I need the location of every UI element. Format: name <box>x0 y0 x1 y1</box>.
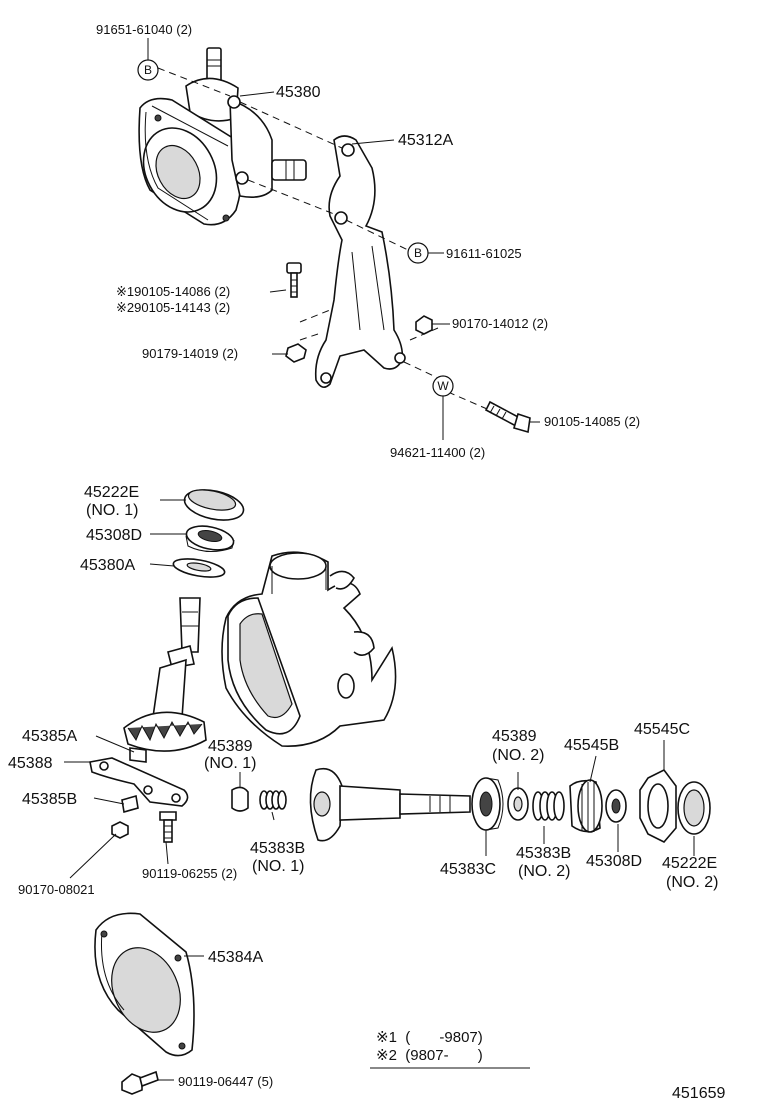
label-45222e-no2-sub: (NO. 2) <box>666 874 718 891</box>
label-91611-61025: 91611-61025 <box>446 246 522 261</box>
label-45389-no1-sub: (NO. 1) <box>204 755 256 772</box>
label-45312a: 45312A <box>398 132 453 149</box>
seal-45222e-no2 <box>677 781 711 835</box>
label-45389-no2: 45389 <box>492 728 537 745</box>
label-45383b-no2: 45383B <box>516 845 571 862</box>
cover-45384a <box>94 912 195 1057</box>
drive-gear-shaft <box>309 767 471 842</box>
label-45222e-no2: 45222E <box>662 855 717 872</box>
legend: ※1 ( -9807) ※2 (9807- ) <box>376 1029 483 1064</box>
alignment-lines-upper <box>157 67 495 413</box>
bearing-45308d-lower <box>605 789 627 823</box>
sleeve-45545b <box>569 779 603 833</box>
marker-b-label: B <box>414 246 422 260</box>
label-90119-06447: 90119-06447 (5) <box>178 1074 273 1089</box>
leader-lines-upper <box>147 38 540 440</box>
fasteners-upper <box>285 262 531 434</box>
washer-45380a <box>172 558 226 578</box>
label-45389-no2-sub: (NO. 2) <box>492 747 544 764</box>
bearing-45308d-top <box>185 525 235 552</box>
lower-housing <box>221 551 397 747</box>
label-45389-no1: 45389 <box>208 738 253 755</box>
label-91651-61040: 91651-61040 (2) <box>96 22 192 37</box>
label-45383b-no1: 45383B <box>250 840 305 857</box>
spring-45383b-no1 <box>259 790 287 810</box>
bracket <box>314 135 406 388</box>
label-45388: 45388 <box>8 755 53 772</box>
label-45380: 45380 <box>276 84 321 101</box>
marker-w-label: W <box>437 379 449 393</box>
pin-45385a <box>129 747 147 763</box>
bearing-45383c <box>471 777 504 831</box>
marker-w: W <box>432 375 454 397</box>
label-90179-14019: 90179-14019 (2) <box>142 346 238 361</box>
label-90105-14086: ※190105-14086 (2) <box>116 284 230 299</box>
label-94621-11400: 94621-11400 (2) <box>390 445 485 460</box>
spring-45383b-no2 <box>532 791 565 821</box>
label-45383b-no1-sub: (NO. 1) <box>252 858 304 875</box>
label-45383b-no2-sub: (NO. 2) <box>518 863 570 880</box>
legend-row-2: ※2 (9807- ) <box>376 1047 483 1064</box>
label-45545b: 45545B <box>564 737 619 754</box>
label-45385a: 45385A <box>22 728 77 745</box>
marker-b-right: B <box>407 242 429 264</box>
bolt-45385b <box>121 794 139 814</box>
label-90105-14085: 90105-14085 (2) <box>544 414 640 429</box>
label-90170-14012: 90170-14012 (2) <box>452 316 548 331</box>
label-45385b: 45385B <box>22 791 77 808</box>
label-45384a: 45384A <box>208 949 263 966</box>
figure-number: 451659 <box>672 1085 725 1102</box>
bushing-45389-no1 <box>231 786 249 812</box>
label-45545c: 45545C <box>634 721 690 738</box>
label-45308d-lower: 45308D <box>586 853 642 870</box>
label-90105-14143: ※290105-14143 (2) <box>116 300 230 315</box>
gear-housing-assembly <box>138 47 307 226</box>
label-45222e-no1: 45222E <box>84 484 139 501</box>
leader-lines-lower <box>64 499 695 1081</box>
label-45222e-no1-sub: (NO. 1) <box>86 502 138 519</box>
label-90119-06255: 90119-06255 (2) <box>142 866 237 881</box>
marker-b-label: B <box>144 63 152 77</box>
seal-45222e-no1 <box>183 489 245 521</box>
bolt-90119-06255 <box>159 811 177 843</box>
washer-45389-no2 <box>507 787 529 821</box>
lock-plate-45388 <box>89 757 189 807</box>
label-45380a: 45380A <box>80 557 135 574</box>
bolt-90119-06447 <box>121 1070 159 1095</box>
part-labels: 91651-61040 (2) 45380 45312A 91611-61025… <box>8 22 718 1089</box>
label-90170-08021: 90170-08021 <box>18 882 95 897</box>
legend-row-1: ※1 ( -9807) <box>376 1029 483 1046</box>
label-45383c: 45383C <box>440 861 496 878</box>
label-45308d-top: 45308D <box>86 527 142 544</box>
marker-b-top: B <box>137 59 159 81</box>
nut-45545c <box>639 768 677 843</box>
driven-gear-shaft <box>123 597 207 752</box>
